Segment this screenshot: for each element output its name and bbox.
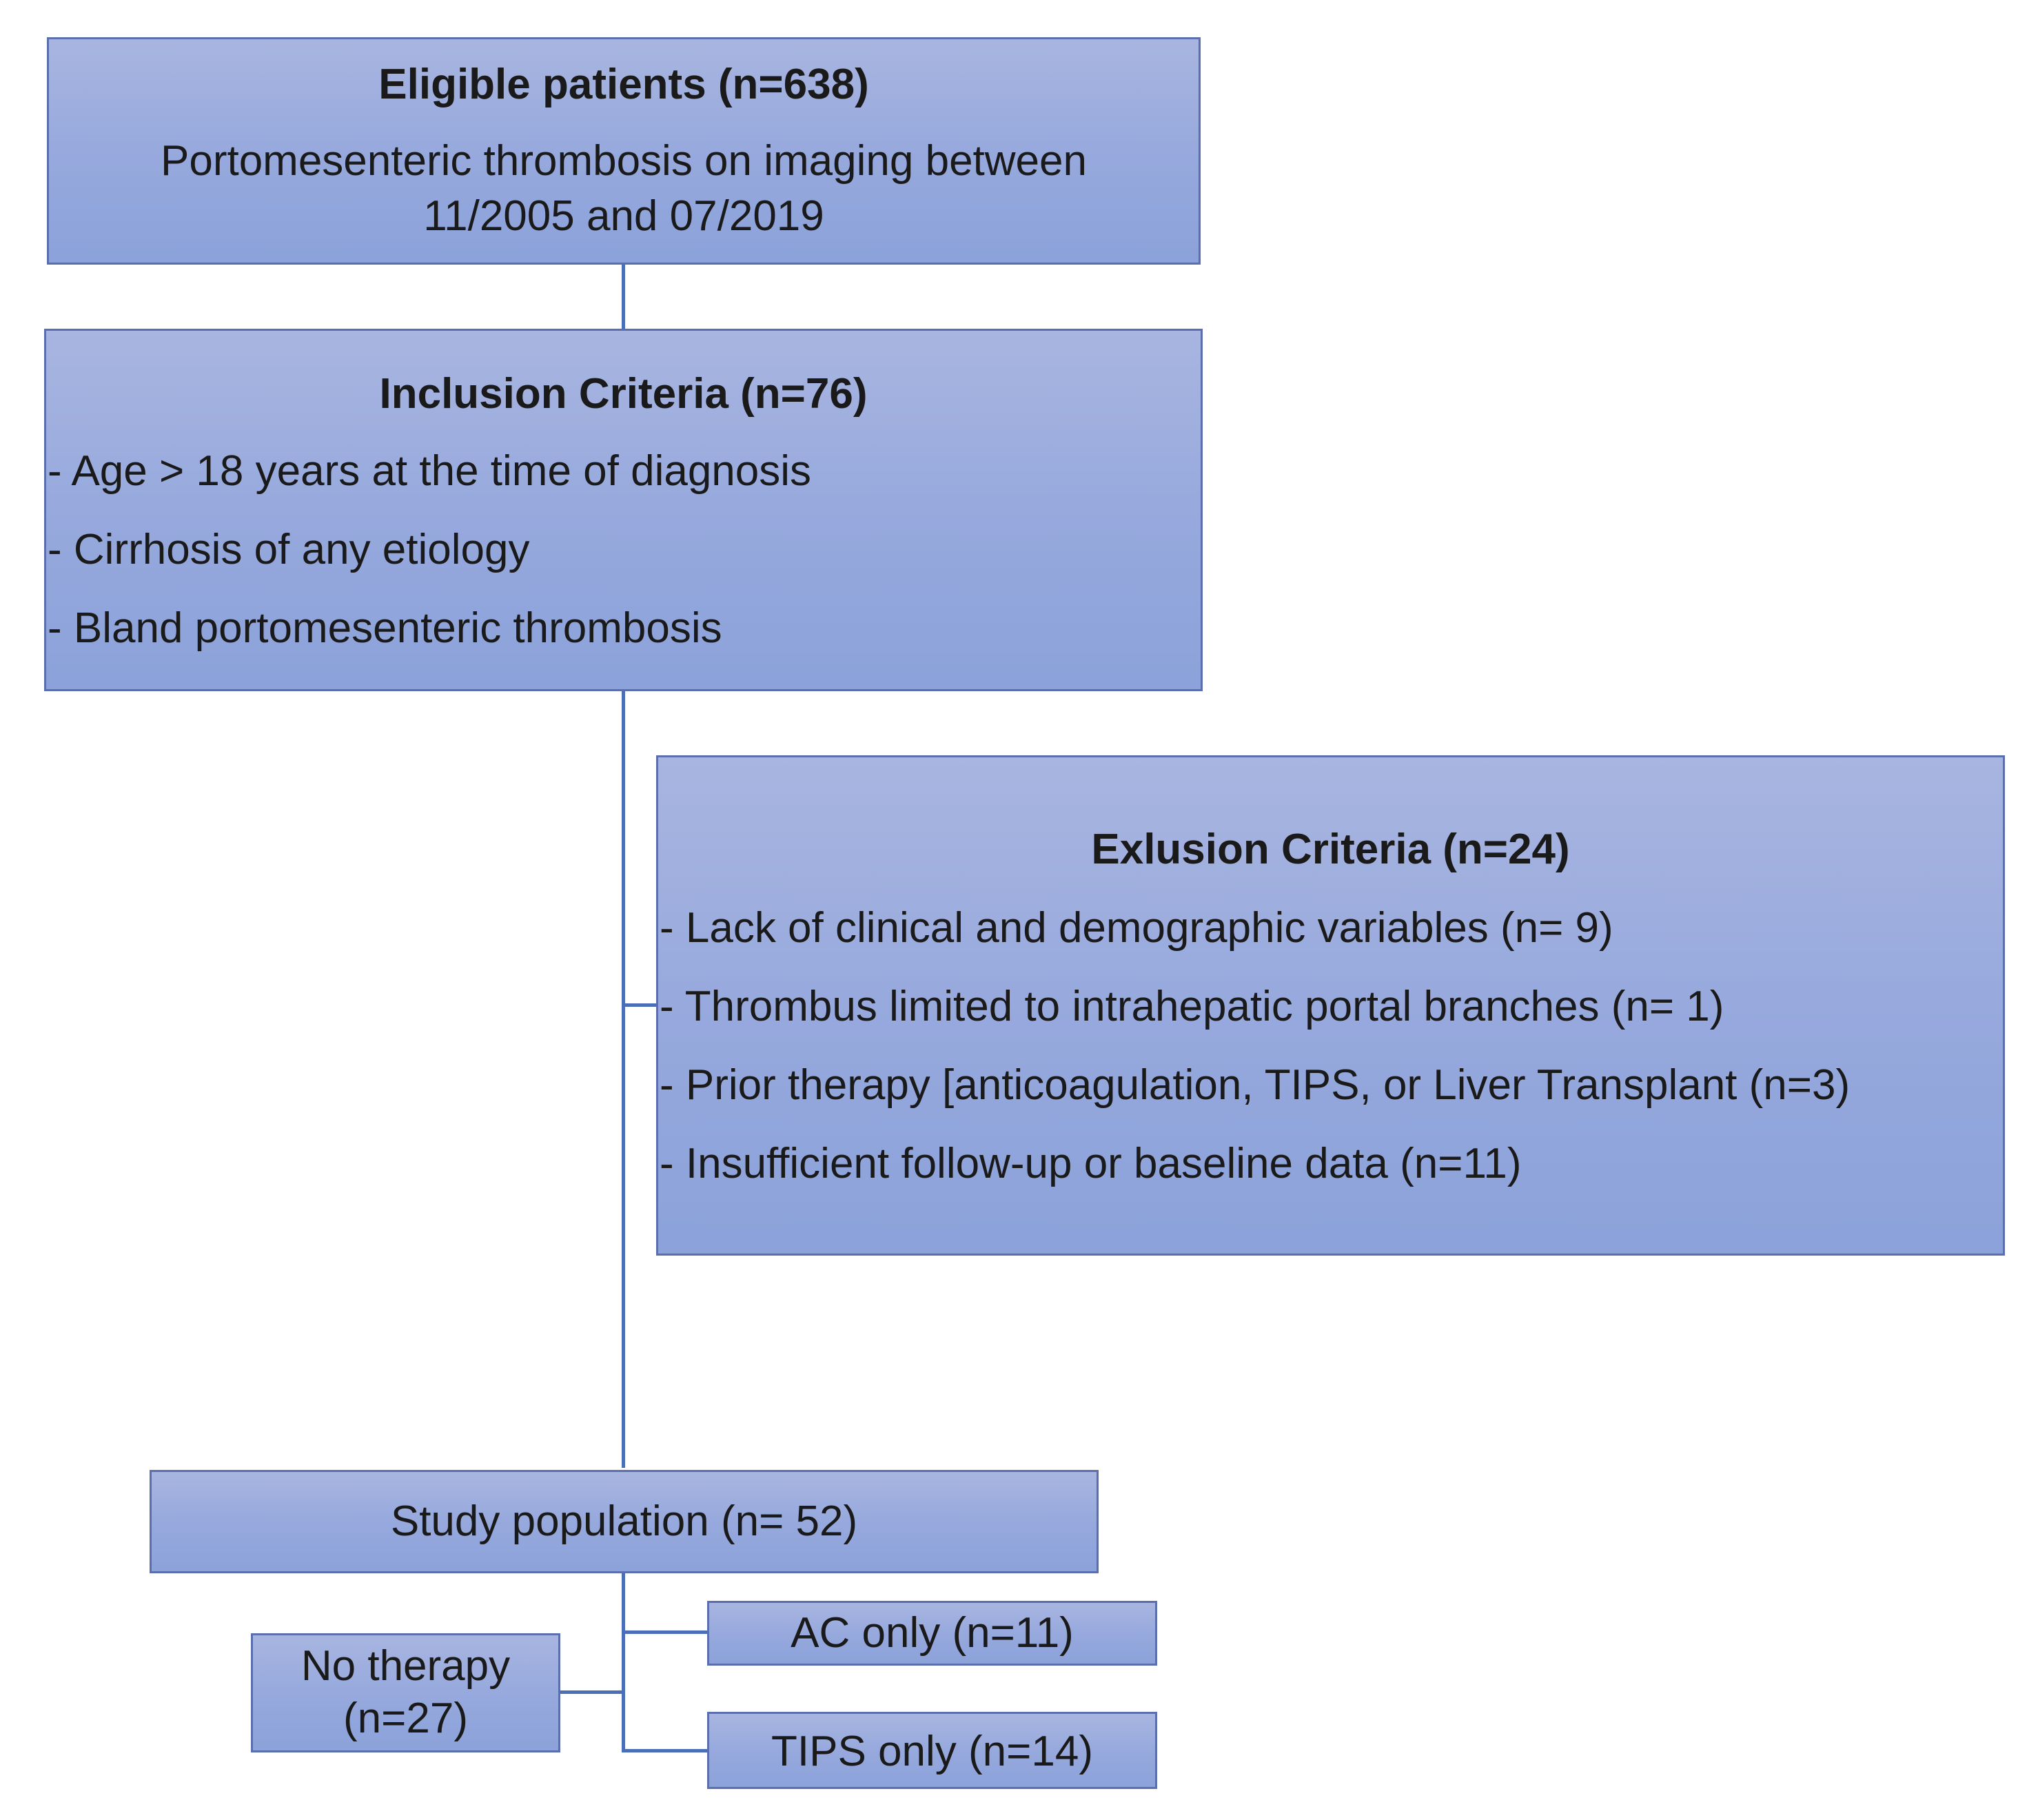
- exclusion-item-intrahepatic-thrombus: - Thrombus limited to intrahepatic porta…: [660, 983, 1724, 1030]
- tips-only-label: TIPS only (n=14): [771, 1728, 1093, 1775]
- connector-to-exclusion: [622, 1003, 658, 1007]
- connector-study-to-branches: [622, 1573, 625, 1752]
- study-population-label: Study population (n= 52): [390, 1497, 858, 1545]
- tips-only-box: TIPS only (n=14): [707, 1712, 1157, 1789]
- exclusion-item-insufficient-data: - Insufficient follow-up or baseline dat…: [660, 1140, 1522, 1187]
- connector-to-no-therapy: [560, 1690, 625, 1694]
- inclusion-criteria-box: Inclusion Criteria (n=76) - Age > 18 yea…: [44, 329, 1203, 691]
- connector-to-tips-only: [622, 1749, 707, 1752]
- no-therapy-line1: No therapy: [300, 1642, 511, 1690]
- exclusion-criteria-box: Exlusion Criteria (n=24) - Lack of clini…: [656, 755, 2005, 1256]
- exclusion-item-lack-variables: - Lack of clinical and demographic varia…: [660, 904, 1613, 952]
- no-therapy-box: No therapy (n=27): [251, 1633, 560, 1752]
- exclusion-criteria-title: Exlusion Criteria (n=24): [1091, 826, 1570, 873]
- ac-only-label: AC only (n=11): [791, 1609, 1074, 1657]
- connector-to-ac-only: [622, 1630, 707, 1634]
- exclusion-item-prior-therapy: - Prior therapy [anticoagulation, TIPS, …: [660, 1061, 1851, 1109]
- eligible-patients-box: Eligible patients (n=638) Portomesenteri…: [47, 37, 1201, 265]
- ac-only-box: AC only (n=11): [707, 1601, 1157, 1666]
- inclusion-criteria-title: Inclusion Criteria (n=76): [379, 370, 868, 418]
- eligible-patients-title: Eligible patients (n=638): [378, 61, 869, 108]
- study-population-box: Study population (n= 52): [150, 1470, 1099, 1573]
- eligible-patients-line2: 11/2005 and 07/2019: [423, 192, 824, 240]
- connector-eligible-to-inclusion: [622, 265, 625, 330]
- inclusion-item-bland-thrombosis: - Bland portomesenteric thrombosis: [48, 604, 722, 652]
- eligible-patients-line1: Portomesenteric thrombosis on imaging be…: [160, 137, 1088, 185]
- no-therapy-line2: (n=27): [343, 1695, 468, 1742]
- connector-inclusion-to-study: [622, 691, 625, 1468]
- inclusion-item-age: - Age > 18 years at the time of diagnosi…: [48, 447, 812, 495]
- inclusion-item-cirrhosis: - Cirrhosis of any etiology: [48, 526, 530, 573]
